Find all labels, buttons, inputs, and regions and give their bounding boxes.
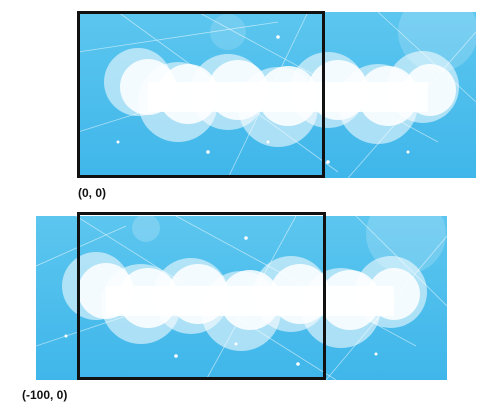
viewport-frame	[77, 11, 325, 178]
cloud-background-image	[36, 216, 447, 380]
cloud-illustration	[36, 216, 447, 380]
offset-label: (0, 0)	[78, 186, 107, 200]
viewport-frame	[77, 212, 326, 380]
cloud-background-image	[78, 12, 476, 178]
cloud-illustration	[78, 12, 476, 178]
offset-example-bottom: (-100, 0)	[0, 206, 500, 410]
offset-label: (-100, 0)	[22, 388, 68, 402]
offset-example-top: (0, 0)	[0, 0, 500, 200]
